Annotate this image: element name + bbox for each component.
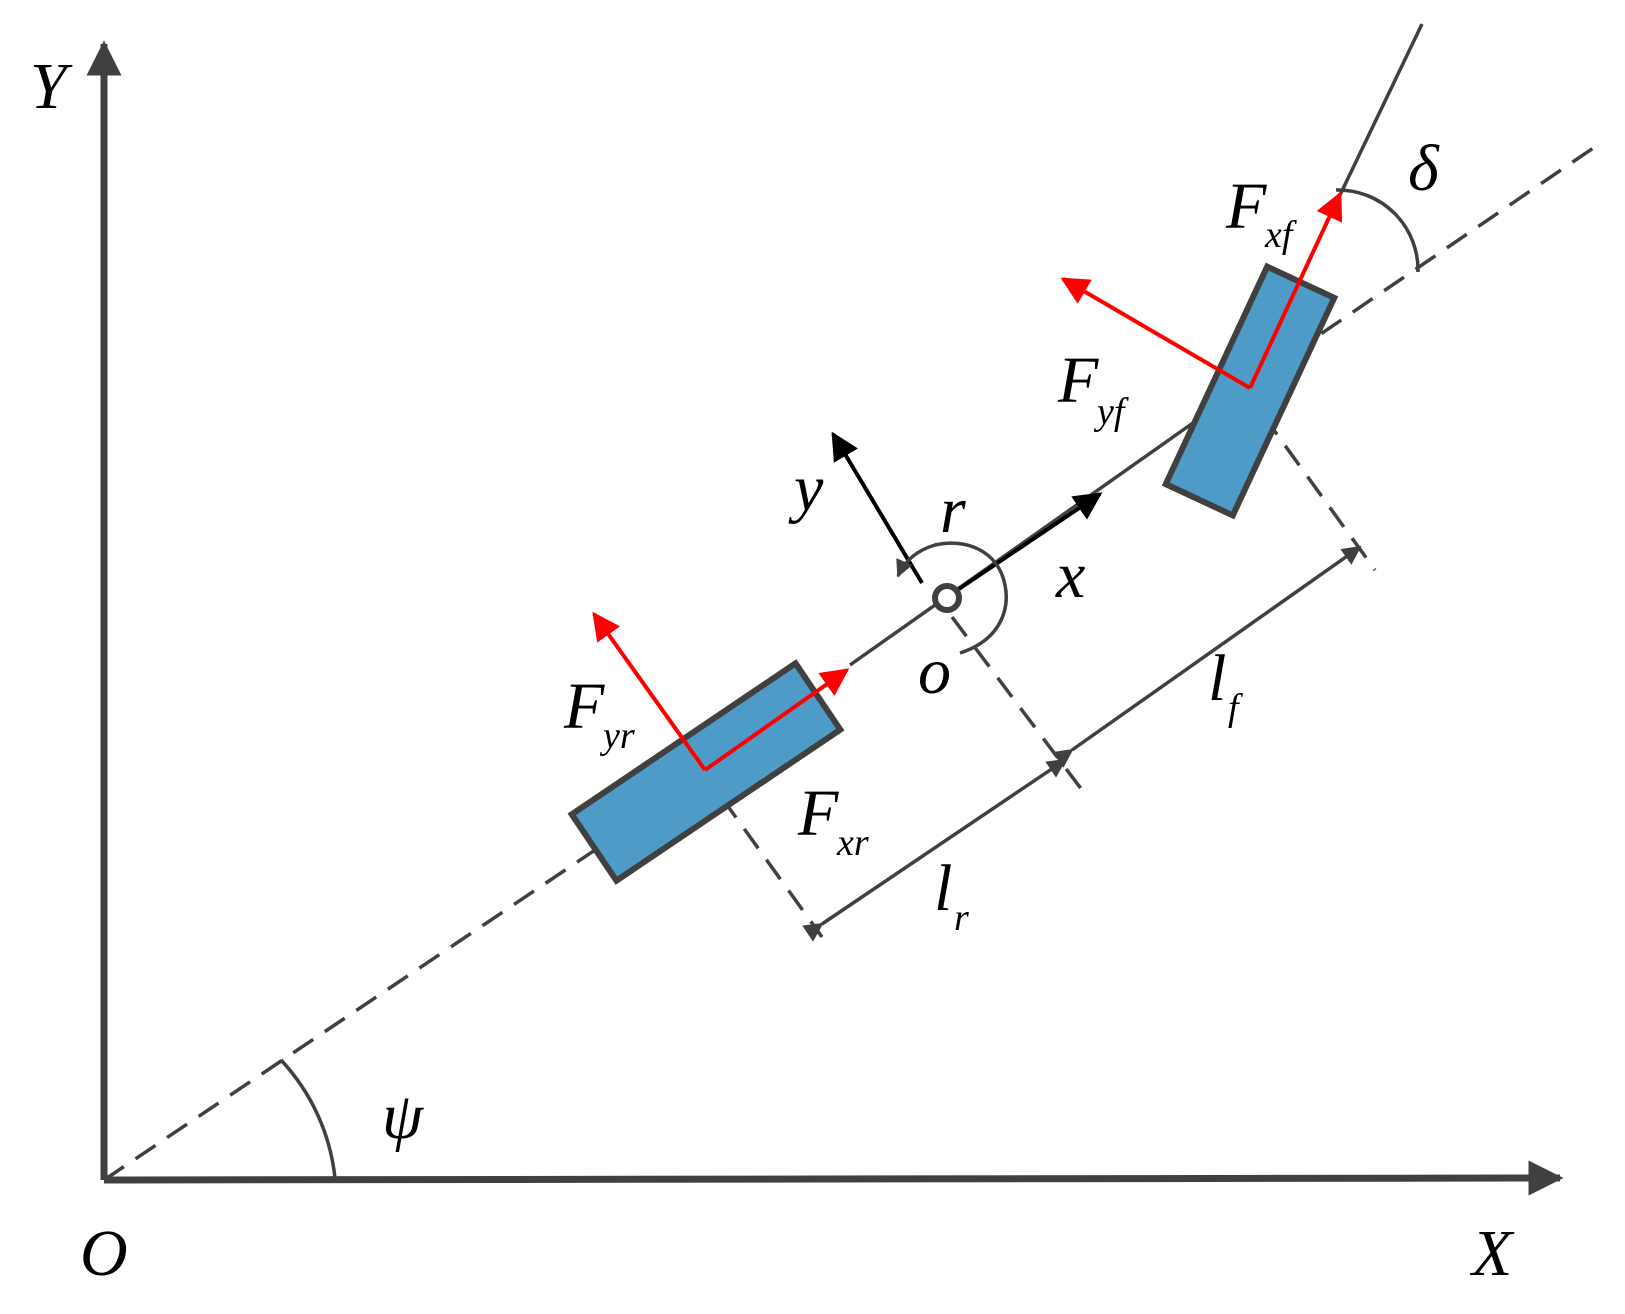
body-x-axis-arrow	[948, 492, 1103, 597]
rear-longitudinal-force-label: F xr	[797, 777, 869, 864]
svg-text:xf: xf	[1264, 214, 1297, 256]
svg-text:f: f	[1228, 687, 1243, 729]
centerline-dashed-lower	[103, 844, 602, 1182]
lr-dimension-line	[802, 758, 1067, 942]
global-y-label: Y	[30, 50, 73, 123]
rear-longitudinal-force-arrow	[703, 668, 850, 772]
rear-lateral-force-arrow	[592, 611, 707, 772]
svg-text:xr: xr	[836, 822, 869, 864]
lf-label: l f	[1208, 642, 1243, 729]
rear-lateral-force-label: F yr	[563, 670, 635, 757]
yaw-rate-arc	[896, 541, 1008, 655]
svg-text:l: l	[1208, 642, 1226, 715]
cg-perpendicular-dashed	[950, 615, 1084, 792]
front-longitudinal-force-label: F xf	[1225, 170, 1297, 256]
svg-text:r: r	[954, 897, 969, 939]
steer-angle-arc	[1335, 188, 1420, 273]
svg-text:yf: yf	[1093, 391, 1129, 433]
origin-label: O	[80, 1217, 128, 1290]
cg-marker	[932, 583, 962, 613]
body-x-label: x	[1055, 539, 1085, 612]
global-x-label: X	[1469, 1217, 1515, 1290]
yaw-rate-label: r	[940, 474, 966, 547]
global-x-axis	[103, 1160, 1564, 1196]
front-wheel-heading-line	[1338, 23, 1424, 196]
lf-dimension-line	[1052, 545, 1362, 768]
front-lateral-force-label: F yf	[1057, 344, 1129, 433]
yaw-angle-label: ψ	[382, 1080, 424, 1153]
steer-angle-label: δ	[1408, 132, 1440, 205]
cg-label: o	[918, 635, 951, 708]
rear-axle-perpendicular-dashed	[720, 796, 824, 939]
svg-text:yr: yr	[599, 715, 635, 757]
yaw-angle-arc	[279, 1058, 337, 1179]
svg-text:F: F	[797, 777, 839, 850]
svg-text:F: F	[1225, 170, 1267, 243]
centerline-dashed-upper	[1289, 140, 1603, 357]
front-axle-perpendicular-dashed	[1261, 413, 1377, 572]
front-longitudinal-force-arrow	[1248, 191, 1343, 389]
svg-text:F: F	[563, 670, 605, 743]
body-y-label: y	[788, 452, 824, 525]
svg-text:l: l	[934, 852, 952, 925]
centerline-solid	[848, 416, 1202, 667]
lr-label: l r	[934, 852, 969, 939]
front-lateral-force-arrow	[1060, 277, 1252, 390]
svg-text:F: F	[1057, 344, 1099, 417]
